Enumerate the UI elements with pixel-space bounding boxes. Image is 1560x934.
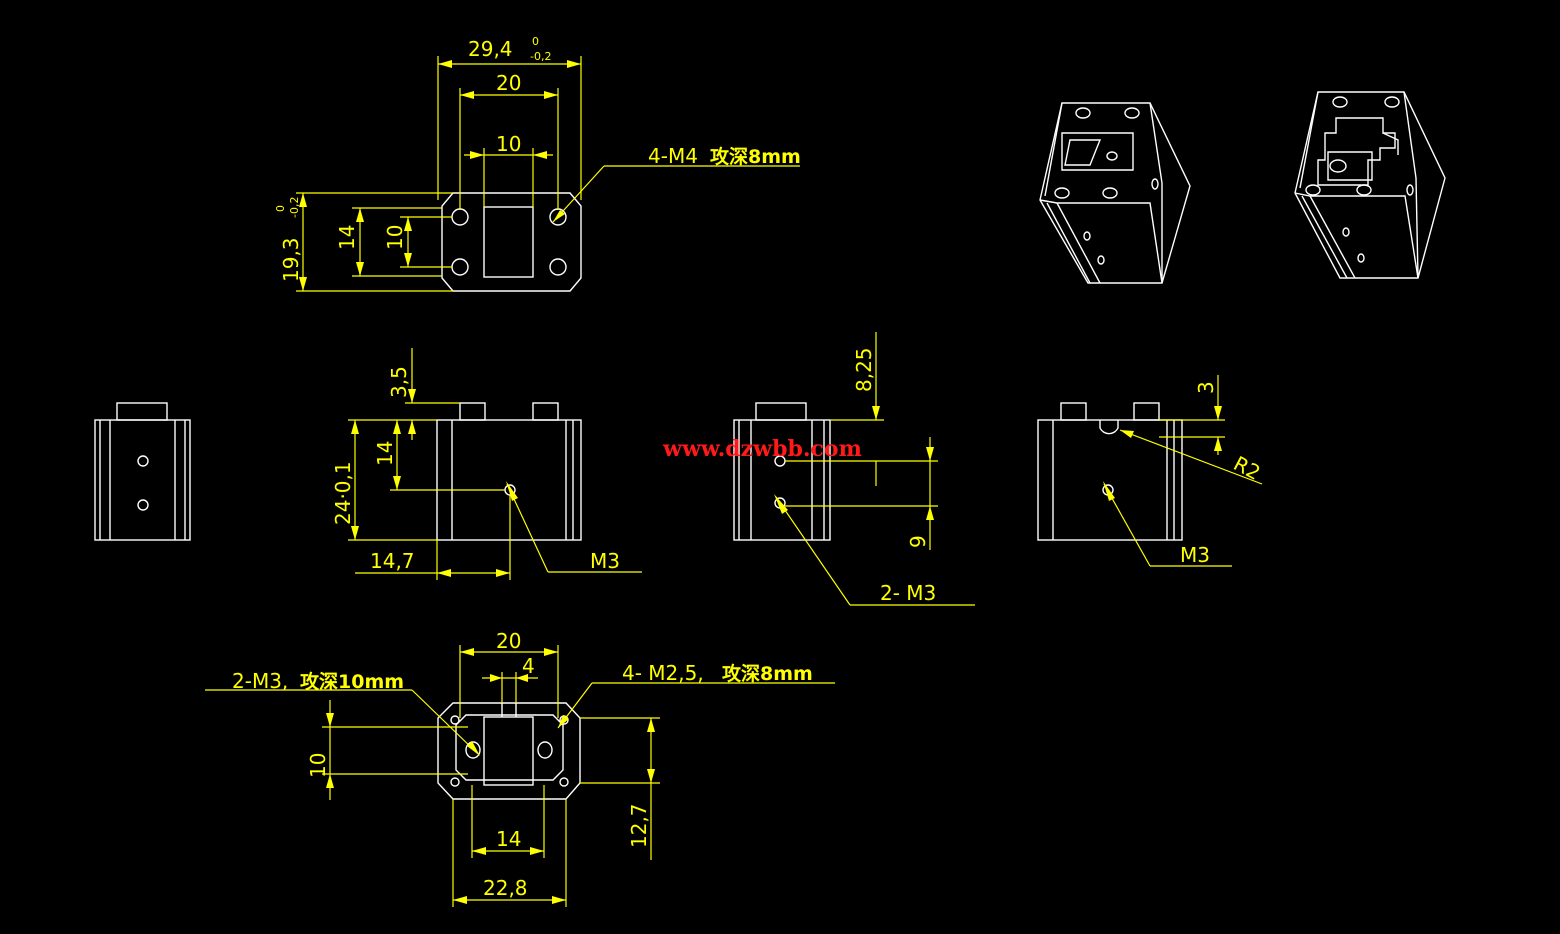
dim-top-height-tol-lower: -0,2 bbox=[288, 197, 301, 218]
side-view-hole-callout: 2- M3 bbox=[880, 581, 936, 605]
dim-side-hole-spacing: 9 bbox=[906, 535, 930, 548]
dim-top-overall-height: 19,3 bbox=[279, 237, 303, 282]
front-view: 3,5 24·0,1 14 14,7 M3 bbox=[331, 348, 642, 580]
dim-bottom-right-height: 12,7 bbox=[627, 803, 651, 848]
dim-top-mid-width: 20 bbox=[496, 71, 521, 95]
end-view bbox=[94, 402, 191, 541]
bottom-view-left-callout-depth: 攻深10mm bbox=[300, 670, 404, 693]
top-view-hole-bl bbox=[451, 258, 469, 276]
right-view-hole-callout: M3 bbox=[1180, 543, 1210, 567]
dim-side-top-offset: 8,25 bbox=[852, 347, 876, 392]
dim-front-side-offset: 14,7 bbox=[370, 549, 415, 573]
dim-top-overall-width: 29,4 bbox=[468, 37, 513, 61]
dim-bottom-slot-width: 4 bbox=[522, 654, 535, 678]
watermark-text: www.dzwbb.com bbox=[662, 436, 862, 462]
dim-front-top-offset: 3,5 bbox=[387, 366, 411, 398]
right-section-view: 3 R2 M3 bbox=[1037, 375, 1265, 567]
top-view: 29,4 0 -0,2 20 10 4-M4 攻深8mm 19,3 0 -0,2 bbox=[274, 35, 801, 292]
top-view-hole-callout-depth: 攻深8mm bbox=[710, 145, 801, 168]
top-view-hole-tl bbox=[451, 208, 469, 226]
dim-bottom-inner-width: 14 bbox=[496, 827, 521, 851]
top-view-center-slot bbox=[483, 206, 534, 278]
dim-top-slot-width: 10 bbox=[496, 132, 521, 156]
bottom-view: 20 4 2-M3, 攻深10mm 4- M2,5, 攻深8mm 10 1 bbox=[205, 629, 835, 907]
bottom-view-right-callout-depth: 攻深8mm bbox=[722, 662, 813, 685]
top-view-hole-callout: 4-M4 bbox=[648, 144, 698, 168]
dim-front-height: 24·0,1 bbox=[331, 461, 355, 525]
isometric-view-front bbox=[1039, 102, 1191, 284]
top-view-hole-br bbox=[549, 258, 567, 276]
dim-top-height-tol-upper: 0 bbox=[274, 205, 287, 212]
top-view-body-outline bbox=[441, 192, 582, 292]
dim-bottom-mid-width: 20 bbox=[496, 629, 521, 653]
dim-bottom-left-height: 10 bbox=[306, 753, 330, 778]
dim-top-height-mid: 14 bbox=[335, 225, 359, 250]
side-view: 8,25 9 2- M3 bbox=[733, 332, 975, 606]
bottom-view-right-callout: 4- M2,5, bbox=[622, 661, 704, 685]
front-view-hole-callout: M3 bbox=[590, 549, 620, 573]
isometric-view-back bbox=[1294, 91, 1446, 279]
dim-top-height-inner: 10 bbox=[383, 225, 407, 250]
dim-top-width-tol-lower: -0,2 bbox=[530, 50, 551, 63]
dim-front-upper-height: 14 bbox=[373, 441, 397, 466]
dim-top-width-tol-upper: 0 bbox=[532, 35, 539, 48]
dim-bottom-overall-width: 22,8 bbox=[483, 876, 528, 900]
bottom-view-left-callout: 2-M3, bbox=[232, 669, 288, 693]
dim-right-radius: R2 bbox=[1230, 451, 1265, 485]
dim-right-top-offset: 3 bbox=[1194, 381, 1218, 394]
